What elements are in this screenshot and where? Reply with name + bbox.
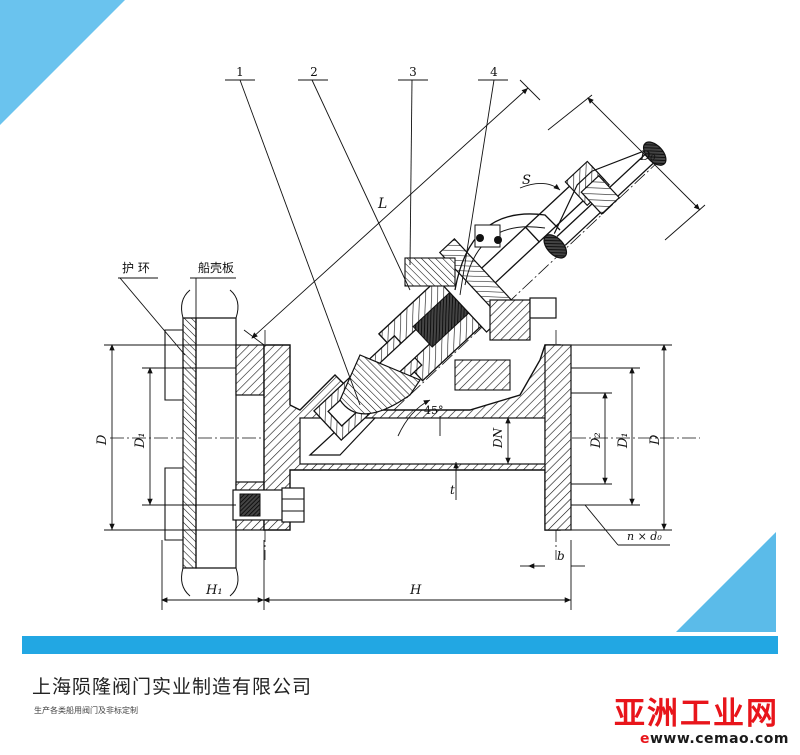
- corner-decoration-top-left: [0, 0, 125, 125]
- callout-1: 1: [236, 65, 244, 79]
- leader-lines: [118, 79, 508, 406]
- dimension-lines: [104, 79, 706, 610]
- flange-bolt: [232, 487, 305, 523]
- label-D1-left: D₁: [133, 432, 148, 449]
- label-D-left: D: [95, 434, 110, 446]
- footer-accent-bar: [22, 636, 778, 654]
- label-holes: n × d₀: [627, 530, 662, 543]
- company-name: 上海陨隆阀门实业制造有限公司: [32, 676, 313, 698]
- label-hull-plate: 船壳板: [198, 261, 234, 275]
- label-angle: 45°: [424, 404, 444, 417]
- e-logo-icon: e: [640, 731, 650, 747]
- hull-plate: [164, 289, 239, 597]
- label-DN: DN: [491, 427, 505, 449]
- label-D1-right: D₁: [616, 432, 631, 449]
- valve-drawing: 1 2 3 4 护 环 船壳板 D D₁ DN D₂ D₁ D L D₀ S 4…: [95, 65, 706, 610]
- label-L: L: [377, 196, 387, 212]
- company-tagline: 生产各类船用阀门及非标定制: [34, 706, 138, 715]
- handwheel: [543, 141, 667, 259]
- corner-decoration-bottom-right: [676, 532, 776, 632]
- callout-3: 3: [409, 65, 417, 79]
- callout-2: 2: [310, 65, 318, 79]
- label-guard-ring: 护 环: [122, 261, 150, 275]
- label-D2: D₂: [589, 432, 604, 449]
- watermark-url: ewww.cemao.com: [640, 731, 789, 747]
- label-b: b: [557, 549, 565, 563]
- label-S: S: [522, 173, 531, 188]
- label-t: t: [450, 483, 455, 497]
- callout-numbers: 1 2 3 4: [236, 65, 498, 79]
- watermark-url-text: www.cemao.com: [650, 731, 789, 747]
- label-H1: H₁: [205, 583, 223, 598]
- label-D0: D₀: [639, 149, 656, 164]
- watermark-brand: 亚洲工业网: [614, 696, 779, 732]
- callout-4: 4: [490, 65, 498, 79]
- label-D-right: D: [648, 434, 663, 446]
- dimension-labels: 护 环 船壳板 D D₁ DN D₂ D₁ D L D₀ S 45° t b n…: [95, 149, 663, 598]
- label-H: H: [409, 583, 422, 598]
